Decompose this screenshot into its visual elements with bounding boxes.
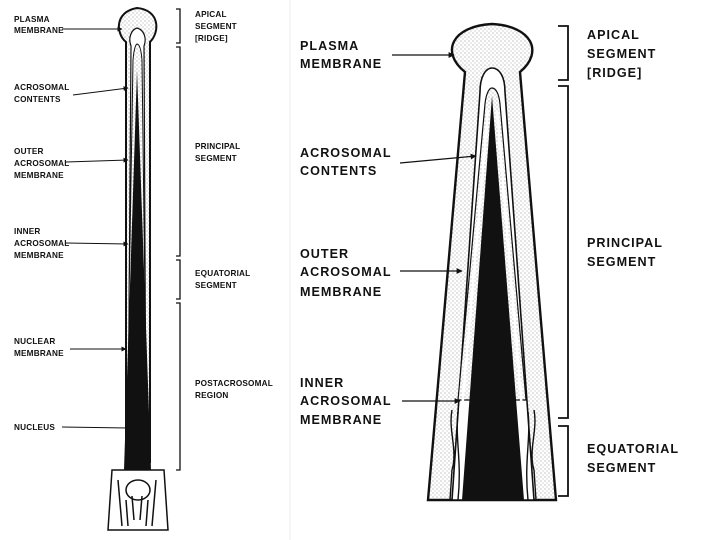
svg-text:CONTENTS: CONTENTS: [14, 95, 61, 104]
right-bracket-apical: APICAL SEGMENT [RIDGE]: [558, 25, 656, 81]
svg-text:[RIDGE]: [RIDGE]: [587, 66, 642, 80]
svg-text:ACROSOMAL: ACROSOMAL: [14, 83, 69, 92]
left-bracket-postacrosomal: POSTACROSOMAL REGION: [176, 302, 273, 471]
svg-text:MEMBRANE: MEMBRANE: [14, 251, 64, 260]
left-label-acrosomal-contents: ACROSOMAL CONTENTS: [14, 83, 129, 104]
svg-text:OUTER: OUTER: [14, 147, 44, 156]
left-label-nucleus: NUCLEUS: [14, 423, 133, 432]
right-bracket-equatorial: EQUATORIAL SEGMENT: [558, 425, 679, 497]
svg-text:POSTACROSOMAL: POSTACROSOMAL: [195, 379, 273, 388]
svg-text:ACROSOMAL: ACROSOMAL: [300, 265, 392, 279]
svg-text:CONTENTS: CONTENTS: [300, 164, 377, 178]
left-centriole: [125, 479, 151, 501]
left-panel: PLASMA MEMBRANE ACROSOMAL CONTENTS OUTER…: [14, 6, 273, 531]
svg-text:NUCLEAR: NUCLEAR: [14, 337, 55, 346]
svg-text:EQUATORIAL: EQUATORIAL: [195, 269, 250, 278]
left-label-plasma-membrane: PLASMA MEMBRANE: [14, 15, 123, 35]
svg-text:[RIDGE]: [RIDGE]: [195, 34, 228, 43]
svg-text:MEMBRANE: MEMBRANE: [300, 413, 382, 427]
left-nucleus: [124, 70, 151, 470]
svg-text:SEGMENT: SEGMENT: [587, 47, 656, 61]
left-neck-detail: [117, 479, 157, 527]
right-bracket-principal: PRINCIPAL SEGMENT: [558, 85, 663, 419]
left-label-outer-acrosomal-membrane: OUTER ACROSOMAL MEMBRANE: [14, 147, 129, 180]
svg-text:SEGMENT: SEGMENT: [587, 255, 656, 269]
right-nucleus: [462, 96, 524, 500]
svg-text:SEGMENT: SEGMENT: [195, 22, 237, 31]
right-acrosome-gaps: [460, 109, 524, 411]
right-equatorial-membranes: [449, 409, 537, 501]
svg-text:REGION: REGION: [195, 391, 229, 400]
right-label-outer-acrosomal-membrane: OUTER ACROSOMAL MEMBRANE: [300, 247, 463, 299]
svg-text:SEGMENT: SEGMENT: [587, 461, 656, 475]
left-bracket-apical: APICAL SEGMENT [RIDGE]: [176, 8, 237, 44]
svg-text:MEMBRANE: MEMBRANE: [14, 171, 64, 180]
svg-text:ACROSOMAL: ACROSOMAL: [14, 159, 69, 168]
svg-text:APICAL: APICAL: [587, 28, 640, 42]
svg-text:PLASMA: PLASMA: [14, 15, 50, 24]
left-label-inner-acrosomal-membrane: INNER ACROSOMAL MEMBRANE: [14, 227, 129, 260]
left-bracket-principal: PRINCIPAL SEGMENT: [176, 46, 240, 257]
left-label-nuclear-membrane: NUCLEAR MEMBRANE: [14, 337, 127, 358]
svg-text:PRINCIPAL: PRINCIPAL: [195, 142, 240, 151]
right-label-inner-acrosomal-membrane: INNER ACROSOMAL MEMBRANE: [300, 376, 461, 427]
svg-text:INNER: INNER: [14, 227, 40, 236]
svg-text:ACROSOMAL: ACROSOMAL: [300, 146, 392, 160]
right-label-plasma-membrane: PLASMA MEMBRANE: [300, 39, 455, 71]
svg-text:SEGMENT: SEGMENT: [195, 154, 237, 163]
svg-text:MEMBRANE: MEMBRANE: [300, 57, 382, 71]
right-label-acrosomal-contents: ACROSOMAL CONTENTS: [300, 146, 477, 178]
svg-text:NUCLEUS: NUCLEUS: [14, 423, 55, 432]
svg-text:ACROSOMAL: ACROSOMAL: [300, 394, 392, 408]
svg-text:MEMBRANE: MEMBRANE: [14, 349, 64, 358]
svg-text:INNER: INNER: [300, 376, 344, 390]
svg-text:MEMBRANE: MEMBRANE: [14, 26, 64, 35]
svg-text:ACROSOMAL: ACROSOMAL: [14, 239, 69, 248]
svg-text:EQUATORIAL: EQUATORIAL: [587, 442, 679, 456]
svg-text:PLASMA: PLASMA: [300, 39, 359, 53]
svg-text:APICAL: APICAL: [195, 10, 227, 19]
svg-text:PRINCIPAL: PRINCIPAL: [587, 236, 663, 250]
right-panel: PLASMA MEMBRANE ACROSOMAL CONTENTS OUTER…: [300, 22, 679, 502]
svg-text:OUTER: OUTER: [300, 247, 349, 261]
svg-text:MEMBRANE: MEMBRANE: [300, 285, 382, 299]
left-bracket-equatorial: EQUATORIAL SEGMENT: [176, 259, 250, 300]
svg-text:SEGMENT: SEGMENT: [195, 281, 237, 290]
